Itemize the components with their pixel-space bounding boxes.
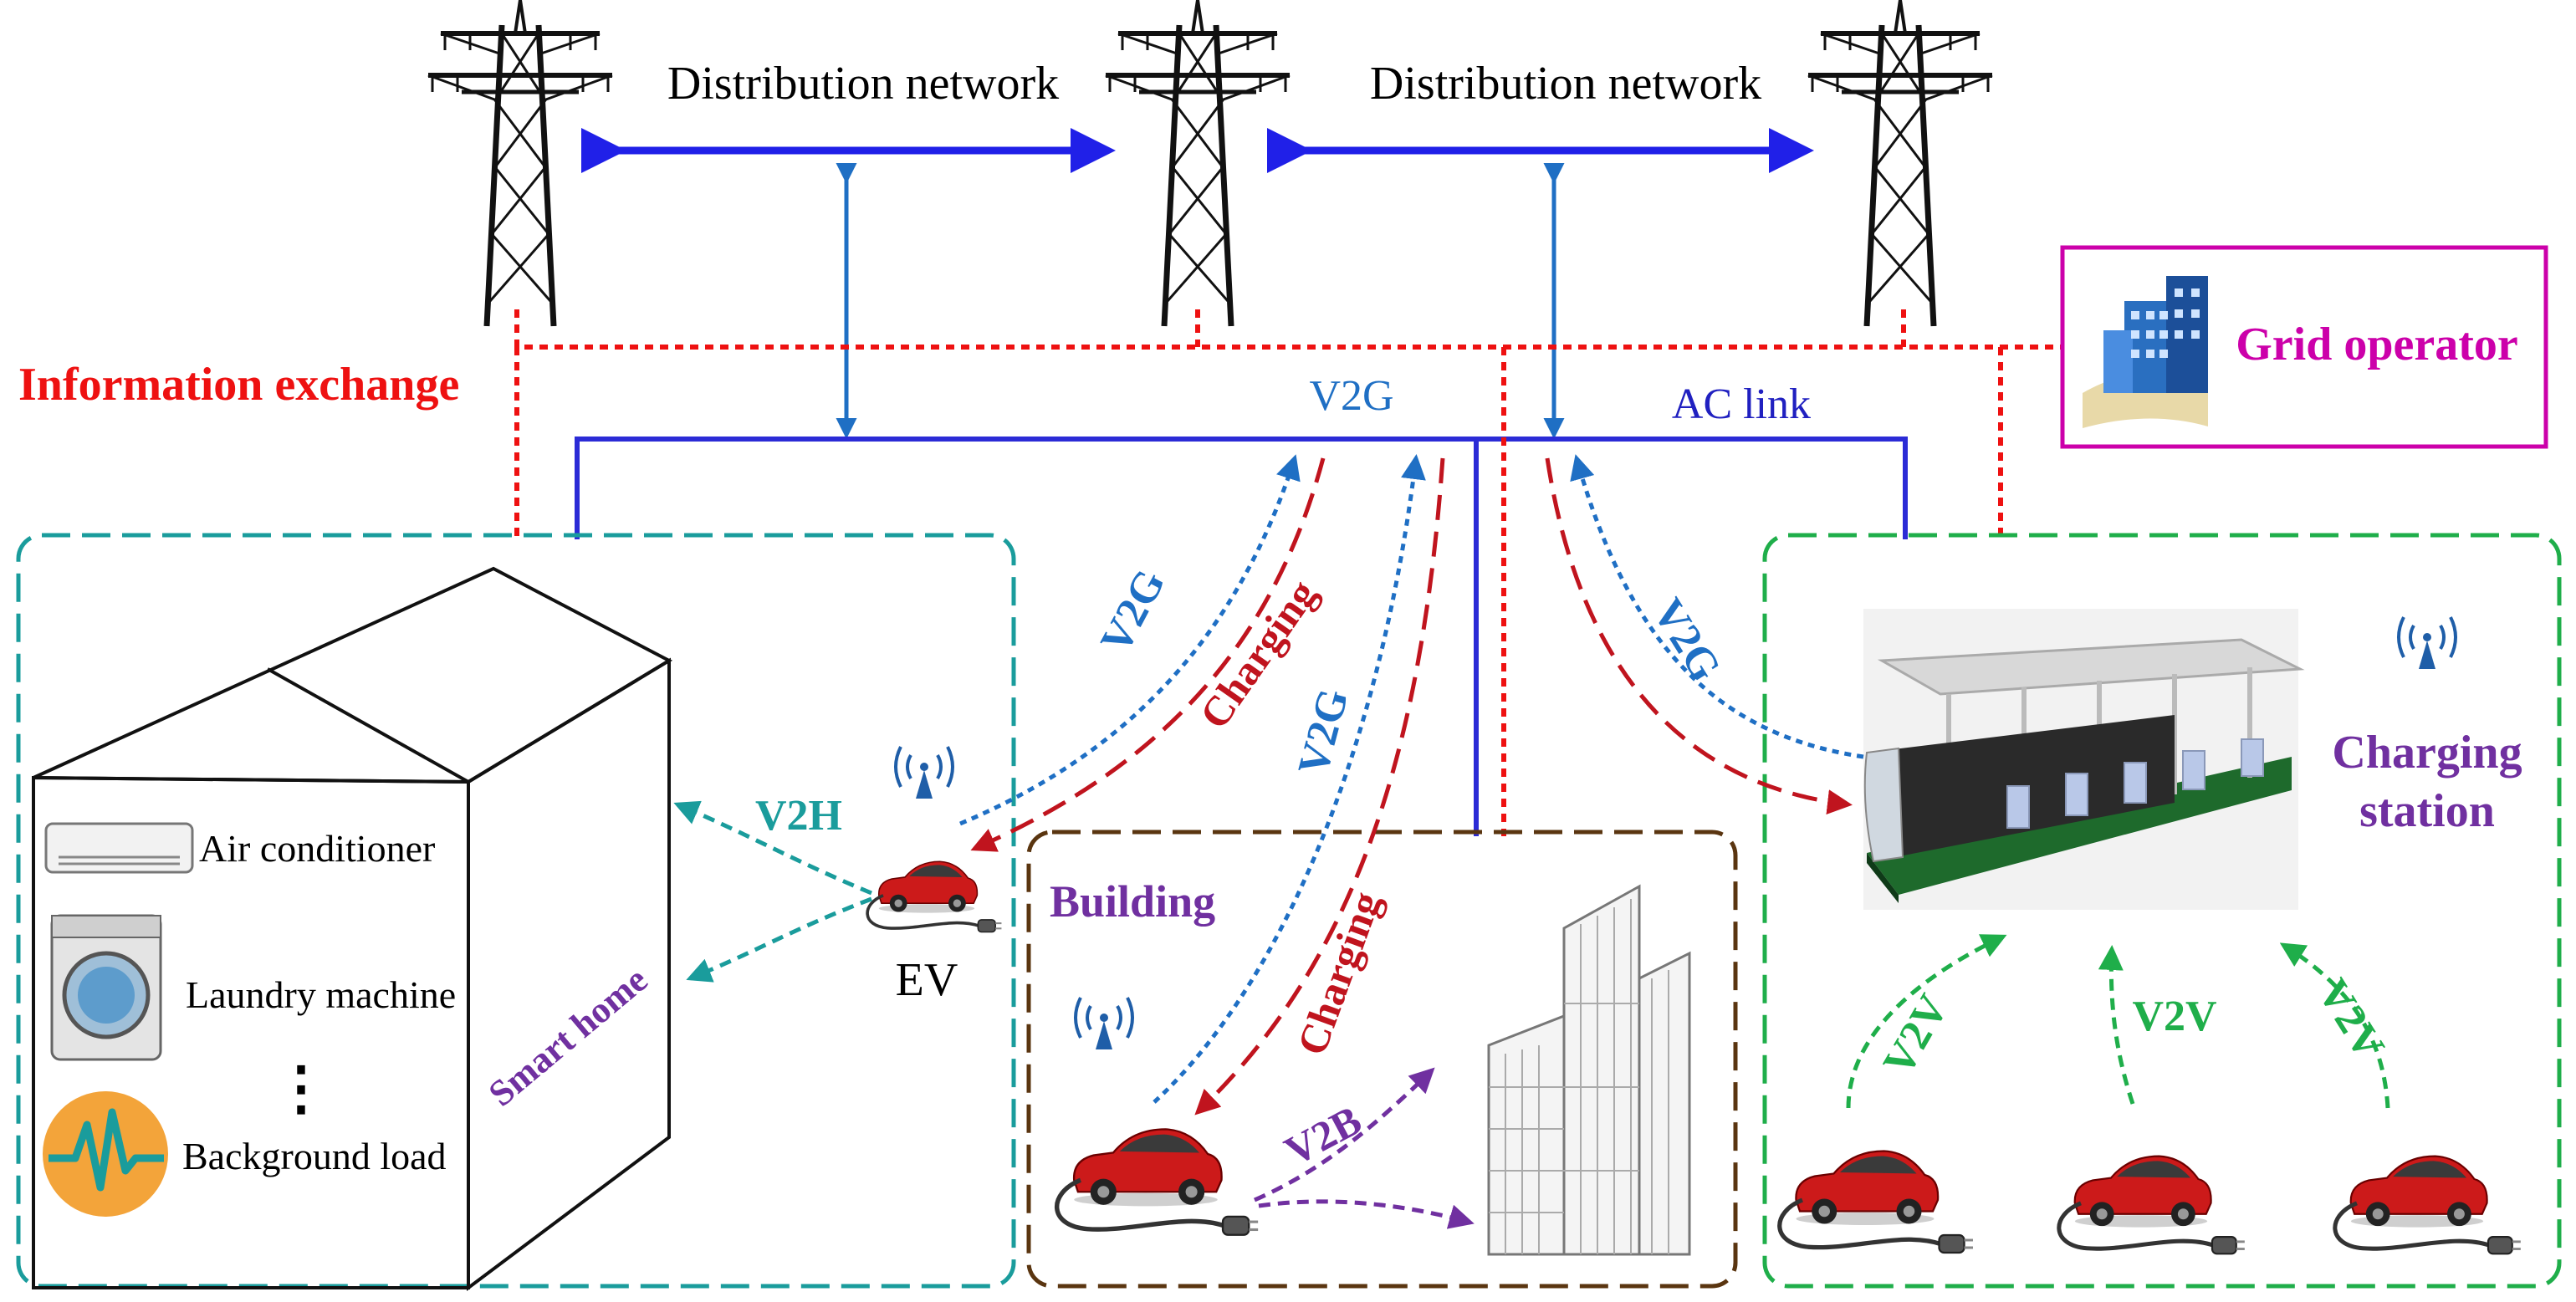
building-label: Building	[1050, 876, 1215, 927]
distribution-network-label-right: Distribution network	[1370, 58, 1761, 110]
appliance-label: Background load	[182, 1135, 447, 1177]
charging-station-arrow	[1545, 457, 1853, 815]
station-antenna-icon	[2397, 615, 2457, 671]
v2h-arrow-lower	[686, 896, 872, 983]
v2g-building-arrow	[1153, 454, 1426, 1104]
v2g-home-arrow	[959, 454, 1301, 826]
grid-operator-building-icon	[2083, 276, 2208, 428]
information-exchange-label: Information exchange	[18, 359, 459, 411]
charging-building-label: Charging	[1288, 886, 1390, 1061]
house-outline	[32, 566, 673, 1291]
grid-operator-label: Grid operator	[2236, 319, 2517, 370]
distribution-network-label-left: Distribution network	[667, 58, 1059, 110]
appliance-label: Laundry machine	[186, 973, 456, 1016]
charging-station-label-line1: Charging	[2332, 727, 2522, 779]
v2v-label-3: V2V	[2308, 971, 2394, 1068]
charging-home-arrow	[970, 457, 1326, 852]
office-building-icon	[1487, 884, 1691, 1256]
smart-home-region	[16, 533, 1016, 1289]
tower-icon-left	[428, 0, 612, 326]
home-ev-car-icon	[866, 860, 1004, 934]
tower-icon-right	[1808, 0, 1992, 326]
smart-home-label: Smart home	[481, 959, 655, 1115]
station-ev-car-icon-1	[1780, 1151, 1973, 1253]
v2v-arrow-3	[2279, 942, 2390, 1109]
more-appliances-ellipsis: ⋮	[272, 1057, 330, 1121]
ac-bus-line	[575, 437, 1908, 539]
v2b-arrow-lower	[1258, 1199, 1475, 1229]
v2g-home-label: V2G	[1091, 562, 1174, 661]
station-ev-car-icon-2	[2059, 1156, 2245, 1254]
v2g-station-arrow	[1570, 454, 1864, 759]
v2g-station-label: V2G	[1643, 590, 1730, 689]
building-ev-car-icon	[1057, 1129, 1259, 1234]
v2g-bus-label: V2G	[1309, 372, 1393, 420]
grid-operator-box	[2060, 245, 2548, 449]
ev-label: EV	[896, 954, 958, 1006]
v2b-arrow-upper	[1253, 1067, 1435, 1202]
charging-building-arrow	[1194, 457, 1445, 1116]
background-load-icon	[43, 1091, 168, 1217]
charging-station-label-line2: station	[2359, 785, 2495, 837]
v2h-arrow-upper	[673, 800, 872, 896]
information-exchange-lines	[514, 309, 2073, 836]
air-conditioner-icon	[44, 822, 194, 874]
building-region	[1026, 830, 1738, 1289]
home-ev-antenna-icon	[894, 745, 954, 800]
building-ev-antenna-icon	[1074, 996, 1134, 1051]
v2h-label: V2H	[755, 792, 842, 840]
charging-station-region	[1762, 533, 2562, 1289]
v2v-arrow-1	[1846, 934, 2007, 1109]
ac-link-label: AC link	[1672, 380, 1811, 428]
station-ev-car-icon-3	[2335, 1156, 2521, 1254]
v2v-label-1: V2V	[1874, 987, 1958, 1084]
v2v-arrow-2	[2098, 945, 2135, 1105]
charging-station-icon	[1863, 609, 2305, 910]
laundry-machine-icon	[50, 914, 162, 1061]
appliance-label: Air conditioner	[199, 827, 435, 870]
v2v-label-2: V2V	[2132, 993, 2216, 1040]
tower-icon-middle	[1106, 0, 1290, 326]
